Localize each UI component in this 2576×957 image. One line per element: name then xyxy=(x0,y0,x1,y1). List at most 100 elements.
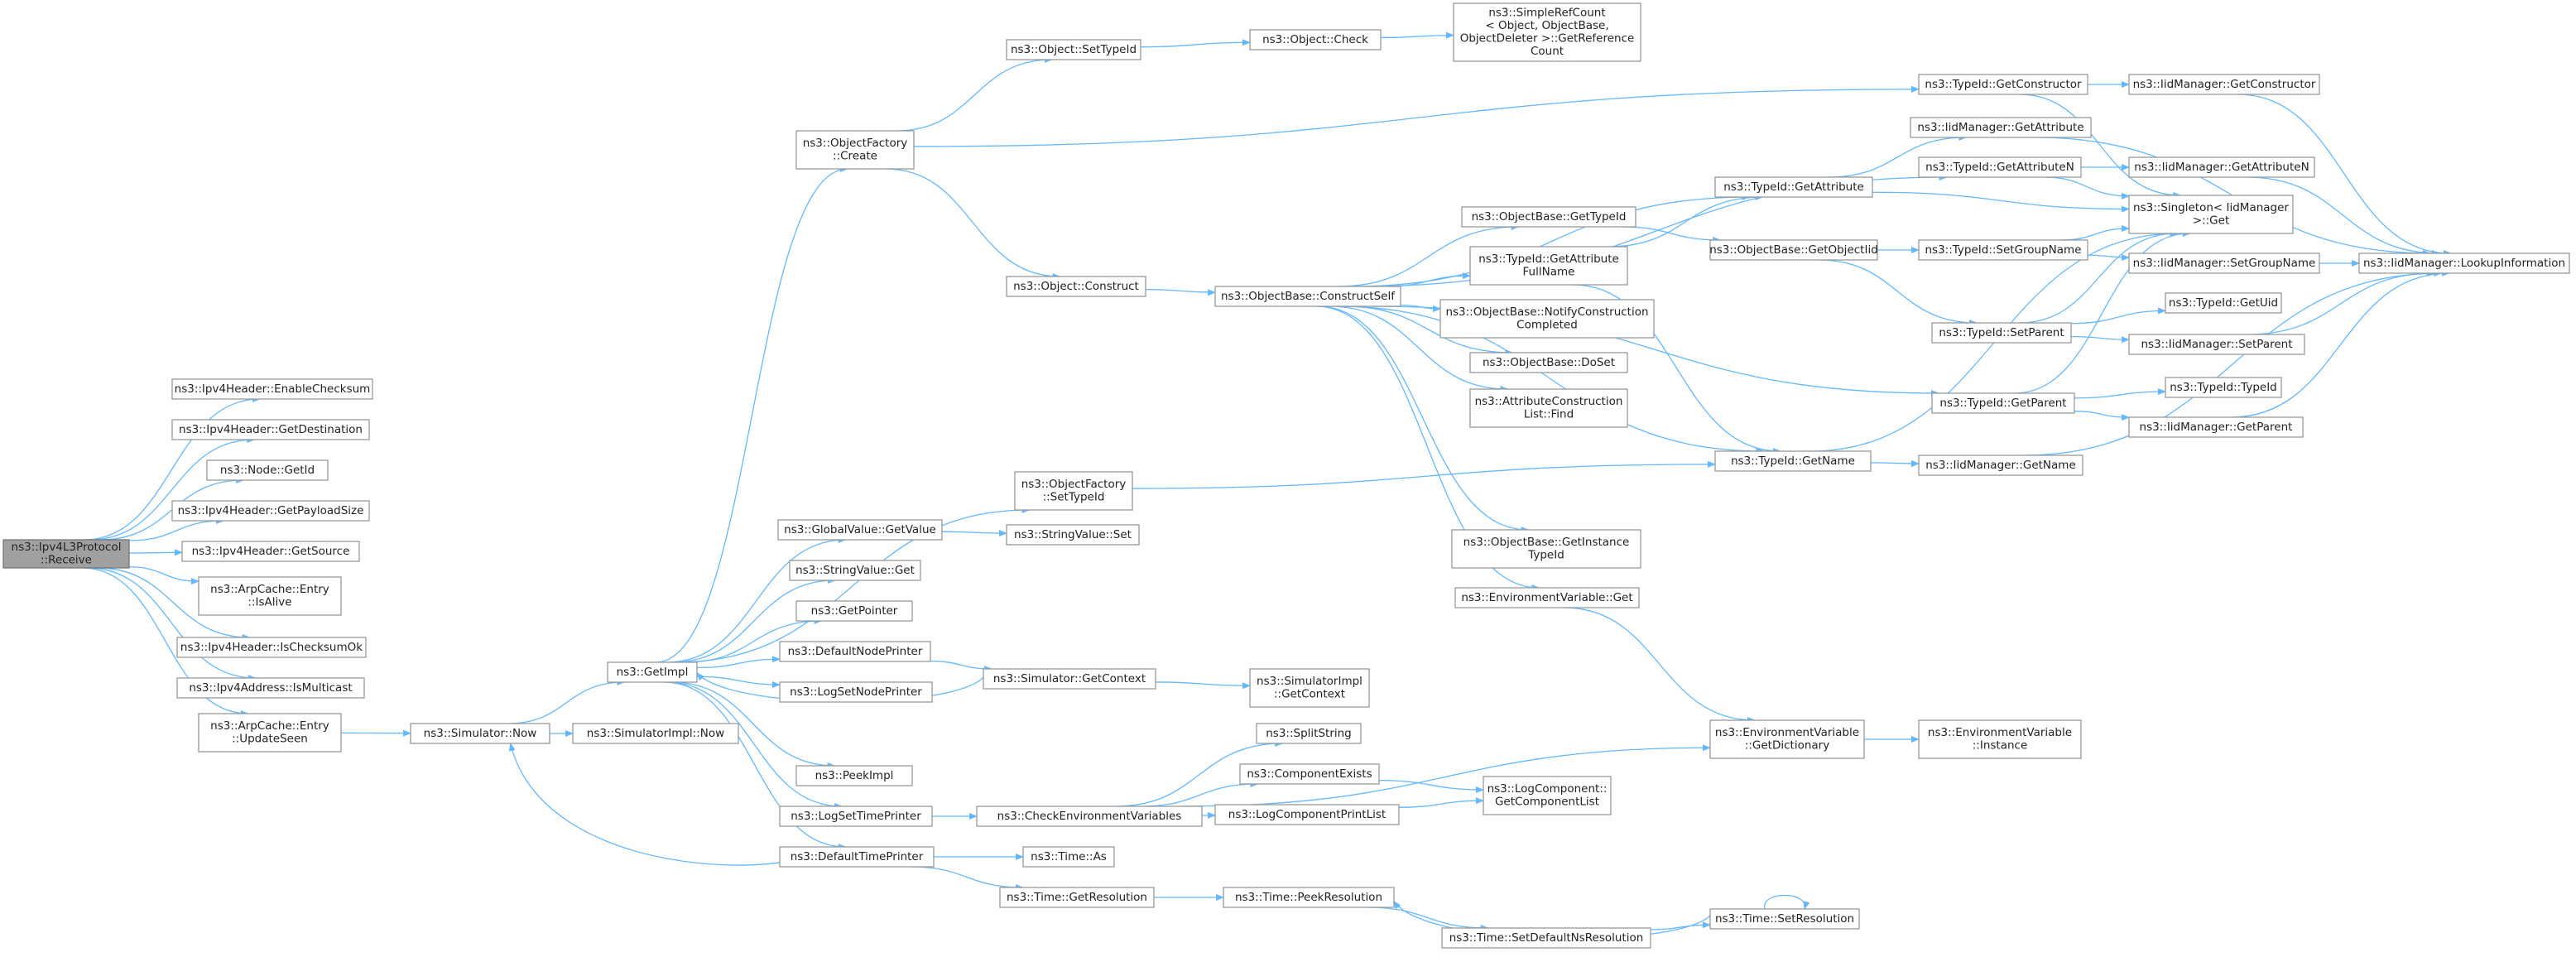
node-simimplnow[interactable]: ns3::SimulatorImpl::Now xyxy=(572,723,739,744)
node-obconstructself[interactable]: ns3::ObjectBase::ConstructSelf xyxy=(1214,286,1401,307)
node-timesetres[interactable]: ns3::Time::SetResolution xyxy=(1709,908,1860,930)
edge-checkenv-to-envgetdict xyxy=(1179,744,1711,807)
node-box xyxy=(999,887,1155,908)
edge-getimpl-to-defnodeprinter xyxy=(696,656,781,669)
node-ofsettypeid[interactable]: ns3::ObjectFactory::SetTypeId xyxy=(1014,471,1133,511)
edge-tidgetparent-to-iidgetparent xyxy=(2074,411,2130,421)
edge-obconstructself-to-tidgetattribute xyxy=(1352,194,1751,287)
node-componentexists[interactable]: ns3::ComponentExists xyxy=(1239,763,1380,785)
node-gvgetvalue[interactable]: ns3::GlobalValue::GetValue xyxy=(777,519,943,541)
node-tidgetattribute[interactable]: ns3::TypeId::GetAttribute xyxy=(1714,176,1873,198)
node-tidgetname[interactable]: ns3::TypeId::GetName xyxy=(1714,450,1872,472)
node-label: ns3::Ipv4Address::IsMulticast xyxy=(189,681,352,695)
edge-ofcreate-to-objconstruct xyxy=(886,168,1061,280)
node-singletonget[interactable]: ns3::Singleton< IidManager>::Get xyxy=(2128,195,2294,234)
node-tidtypeid[interactable]: ns3::TypeId::TypeId xyxy=(2165,377,2282,398)
node-label: ns3::TypeId::GetName xyxy=(1731,454,1855,468)
edge-objsettypeid-to-objcheck xyxy=(1140,39,1251,48)
node-simnow[interactable]: ns3::Simulator::Now xyxy=(410,723,550,744)
node-box xyxy=(1249,668,1370,708)
node-enablechecksum[interactable]: ns3::Ipv4Header::EnableChecksum xyxy=(171,378,373,400)
edge-obconstructself-to-envget xyxy=(1315,305,1540,591)
edge-objconstruct-to-obconstructself xyxy=(1145,288,1216,296)
node-box xyxy=(1709,908,1860,930)
node-envinstance[interactable]: ns3::EnvironmentVariable::Instance xyxy=(1918,719,2082,759)
node-box xyxy=(1239,763,1380,785)
node-getsource[interactable]: ns3::Ipv4Header::GetSource xyxy=(181,541,360,562)
node-defnodeprinter[interactable]: ns3::DefaultNodePrinter xyxy=(779,641,931,662)
node-iidgetattribute[interactable]: ns3::IidManager::GetAttribute xyxy=(1910,117,2092,138)
node-box xyxy=(1918,156,2082,178)
node-simgetcontext[interactable]: ns3::Simulator::GetContext xyxy=(983,668,1156,690)
edge-getimpl-to-gvgetvalue xyxy=(666,536,847,663)
node-obgetobjectiid[interactable]: ns3::ObjectBase::GetObjectIid xyxy=(1709,239,1878,261)
node-tidgetparent[interactable]: ns3::TypeId::GetParent xyxy=(1931,392,2075,414)
node-envgetdict[interactable]: ns3::EnvironmentVariable::GetDictionary xyxy=(1709,719,1865,759)
node-getimpl[interactable]: ns3::GetImpl xyxy=(607,661,698,683)
edge-simgetcontext-to-simimplgetcontext xyxy=(1155,681,1251,690)
node-box xyxy=(1454,587,1640,608)
node-tidgetuid[interactable]: ns3::TypeId::GetUid xyxy=(2165,292,2282,314)
node-box xyxy=(1714,176,1873,198)
node-nodegetid[interactable]: ns3::Node::GetId xyxy=(206,459,329,481)
node-tidgetattributen[interactable]: ns3::TypeId::GetAttributeN xyxy=(1918,156,2082,178)
edge-ofsettypeid-to-tidgetname xyxy=(1132,460,1716,489)
node-iidsetgroupname[interactable]: ns3::IidManager::SetGroupName xyxy=(2128,252,2320,274)
node-logcompprintlist[interactable]: ns3::LogComponentPrintList xyxy=(1214,804,1400,825)
node-deftimeprinter[interactable]: ns3::DefaultTimePrinter xyxy=(779,846,935,868)
node-label: ns3::TypeId::GetParent xyxy=(1939,397,2066,410)
node-updateseen[interactable]: ns3::ArpCache::Entry::UpdateSeen xyxy=(198,713,342,753)
node-splitstring[interactable]: ns3::SplitString xyxy=(1256,723,1362,744)
node-label: ns3::TypeId::GetConstructor xyxy=(1925,78,2082,91)
node-receive[interactable]: ns3::Ipv4L3Protocol::Receive xyxy=(2,539,130,569)
node-iidgetname[interactable]: ns3::IidManager::GetName xyxy=(1918,454,2083,476)
node-iidgetconstructor[interactable]: ns3::IidManager::GetConstructor xyxy=(2128,74,2320,95)
node-ismulticast[interactable]: ns3::Ipv4Address::IsMulticast xyxy=(176,677,365,699)
node-peekimpl[interactable]: ns3::PeekImpl xyxy=(795,765,913,786)
node-setdefaultnsres[interactable]: ns3::Time::SetDefaultNsResolution xyxy=(1441,927,1651,949)
node-isalive[interactable]: ns3::ArpCache::Entry::IsAlive xyxy=(198,576,342,616)
node-iidgetattributen[interactable]: ns3::IidManager::GetAttributeN xyxy=(2128,156,2315,178)
node-svset[interactable]: ns3::StringValue::Set xyxy=(1006,524,1140,546)
node-label: FullName xyxy=(1523,266,1575,279)
node-objconstruct[interactable]: ns3::Object::Construct xyxy=(1006,276,1146,297)
node-objcheck[interactable]: ns3::Object::Check xyxy=(1249,29,1382,50)
node-obdoset[interactable]: ns3::ObjectBase::DoSet xyxy=(1469,352,1628,373)
node-obnotifyconstruction[interactable]: ns3::ObjectBase::NotifyConstructionCompl… xyxy=(1439,299,1655,339)
node-objsettypeid[interactable]: ns3::Object::SetTypeId xyxy=(1006,39,1141,60)
node-svget[interactable]: ns3::StringValue::Get xyxy=(789,560,921,581)
node-getpayloadsize[interactable]: ns3::Ipv4Header::GetPayloadSize xyxy=(171,500,370,522)
node-timeas[interactable]: ns3::Time::As xyxy=(1022,846,1115,868)
node-tidsetparent[interactable]: ns3::TypeId::SetParent xyxy=(1931,322,2072,344)
node-ofcreate[interactable]: ns3::ObjectFactory::Create xyxy=(795,130,915,170)
node-label: ns3::LogComponentPrintList xyxy=(1228,808,1386,821)
node-iidlookup[interactable]: ns3::IidManager::LookupInformation xyxy=(2358,252,2570,274)
node-iidsetparent[interactable]: ns3::IidManager::SetParent xyxy=(2128,334,2305,355)
node-obgettypeid[interactable]: ns3::ObjectBase::GetTypeId xyxy=(1461,206,1636,228)
node-box xyxy=(607,661,698,683)
node-tidgetconstructor[interactable]: ns3::TypeId::GetConstructor xyxy=(1918,74,2088,95)
node-getpointer[interactable]: ns3::GetPointer xyxy=(795,600,913,622)
node-label: ns3::Ipv4L3Protocol xyxy=(12,541,122,554)
node-label: ns3::StringValue::Get xyxy=(795,564,915,577)
node-iidgetparent[interactable]: ns3::IidManager::GetParent xyxy=(2128,416,2304,438)
node-getdestination[interactable]: ns3::Ipv4Header::GetDestination xyxy=(171,419,370,440)
node-timepeekres[interactable]: ns3::Time::PeekResolution xyxy=(1223,887,1395,908)
node-logsettimeprinter[interactable]: ns3::LogSetTimePrinter xyxy=(779,806,933,827)
node-simimplgetcontext[interactable]: ns3::SimulatorImpl::GetContext xyxy=(1249,668,1370,708)
node-ischecksumok[interactable]: ns3::Ipv4Header::IsChecksumOk xyxy=(176,637,367,658)
node-timegetres[interactable]: ns3::Time::GetResolution xyxy=(999,887,1155,908)
node-simplerefcount[interactable]: ns3::SimpleRefCount< Object, ObjectBase,… xyxy=(1453,2,1641,62)
node-logsetnodeprinter[interactable]: ns3::LogSetNodePrinter xyxy=(779,681,933,703)
node-logcompgetlist[interactable]: ns3::LogComponent::GetComponentList xyxy=(1483,776,1612,815)
node-tidsetgroupname[interactable]: ns3::TypeId::SetGroupName xyxy=(1918,239,2088,261)
node-box xyxy=(976,806,1203,827)
node-checkenv[interactable]: ns3::CheckEnvironmentVariables xyxy=(976,806,1203,827)
node-label: ns3::GetPointer xyxy=(811,604,898,618)
node-envget[interactable]: ns3::EnvironmentVariable::Get xyxy=(1454,587,1640,608)
node-box xyxy=(2128,334,2305,355)
